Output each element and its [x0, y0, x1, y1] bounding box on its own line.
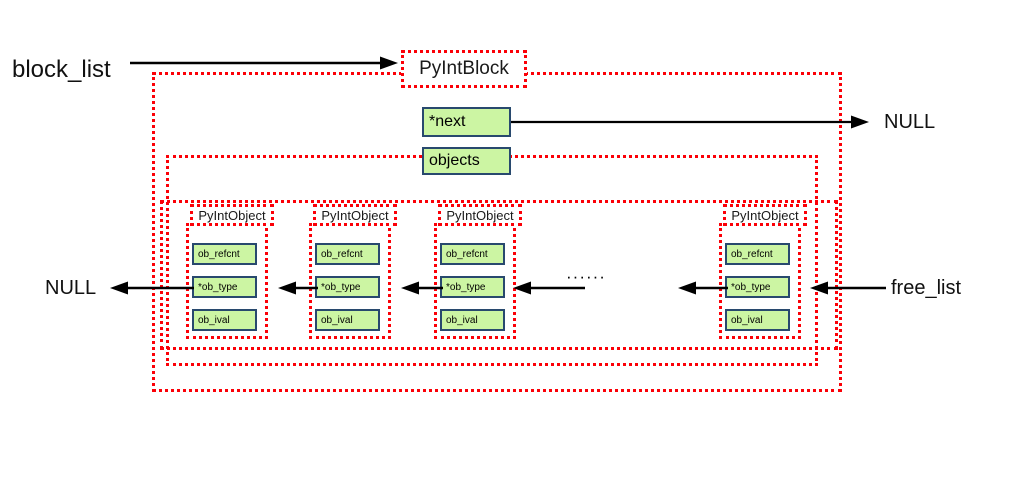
next-to-null-arrow [511, 114, 871, 130]
pyintblock-name-frame: PyIntBlock [401, 50, 527, 88]
free-list-arrow [810, 280, 886, 296]
pyintblock-field-next-label: *next [429, 113, 466, 130]
pyintobject-4-field-ob-ival: ob_ival [725, 309, 790, 331]
block-list-label: block_list [12, 56, 111, 83]
object-3-to-object-2-arrow [401, 280, 443, 296]
pyintobject-2-field-ob-type: *ob_type [315, 276, 380, 298]
null-right-label: NULL [884, 111, 936, 133]
object-row-container-outline [160, 200, 838, 350]
pyintobject-3-field-ob-type: *ob_type [440, 276, 505, 298]
free-list-label: free_list [891, 277, 962, 299]
pyintobject-1-field-ob-type: *ob_type [192, 276, 257, 298]
pyintobject-1-field-ob-refcnt-label: ob_refcnt [198, 248, 240, 260]
object-1-to-null-arrow [108, 280, 194, 296]
pyintobject-3-field-ob-ival: ob_ival [440, 309, 505, 331]
pyintobject-2-name-frame: PyIntObject [313, 204, 397, 226]
pyintobject-4-field-ob-ival-label: ob_ival [731, 314, 763, 326]
pyintblock-name-text: PyIntBlock [419, 58, 509, 79]
pyintobject-3-field-ob-refcnt-label: ob_refcnt [446, 248, 488, 260]
block-list-arrow [130, 55, 400, 71]
objects-ellipsis: ······ [566, 267, 606, 286]
pyintobject-1-field-ob-ival-label: ob_ival [198, 314, 230, 326]
pyintobject-1-field-ob-refcnt: ob_refcnt [192, 243, 257, 265]
pyintobject-4-field-ob-type-label: *ob_type [731, 281, 771, 293]
pyintobject-2-field-ob-ival-label: ob_ival [321, 314, 353, 326]
pyintobject-1-field-ob-ival: ob_ival [192, 309, 257, 331]
pyintobject-2-field-ob-refcnt-label: ob_refcnt [321, 248, 363, 260]
pyintobject-2-field-ob-type-label: *ob_type [321, 281, 361, 293]
pyintobject-3-name-frame: PyIntObject [438, 204, 522, 226]
pyintobject-4-field-ob-type: *ob_type [725, 276, 790, 298]
pyintobject-1-name-text: PyIntObject [198, 207, 266, 223]
pyintobject-3-field-ob-ival-label: ob_ival [446, 314, 478, 326]
object-4-to-ellipsis-arrow [678, 280, 728, 296]
pyintblock-field-objects-label: objects [429, 152, 480, 169]
pyintobject-4-name-text: PyIntObject [731, 207, 799, 223]
pyintobject-2-field-ob-ival: ob_ival [315, 309, 380, 331]
pyintblock-field-next: *next [422, 107, 511, 137]
null-left-label: NULL [45, 277, 97, 299]
pyintobject-3-field-ob-refcnt: ob_refcnt [440, 243, 505, 265]
pyintobject-1-field-ob-type-label: *ob_type [198, 281, 238, 293]
object-2-to-object-1-arrow [278, 280, 318, 296]
pyintobject-1-name-frame: PyIntObject [190, 204, 274, 226]
pyintobject-3-field-ob-type-label: *ob_type [446, 281, 486, 293]
pyintobject-2-name-text: PyIntObject [321, 207, 389, 223]
ellipsis-to-object-3-arrow [513, 280, 585, 296]
pyintobject-4-name-frame: PyIntObject [723, 204, 807, 226]
pyintobject-3-name-text: PyIntObject [446, 207, 514, 223]
pyintobject-2-field-ob-refcnt: ob_refcnt [315, 243, 380, 265]
pyintblock-field-objects: objects [422, 147, 511, 175]
pyintobject-4-field-ob-refcnt: ob_refcnt [725, 243, 790, 265]
pyintobject-4-field-ob-refcnt-label: ob_refcnt [731, 248, 773, 260]
